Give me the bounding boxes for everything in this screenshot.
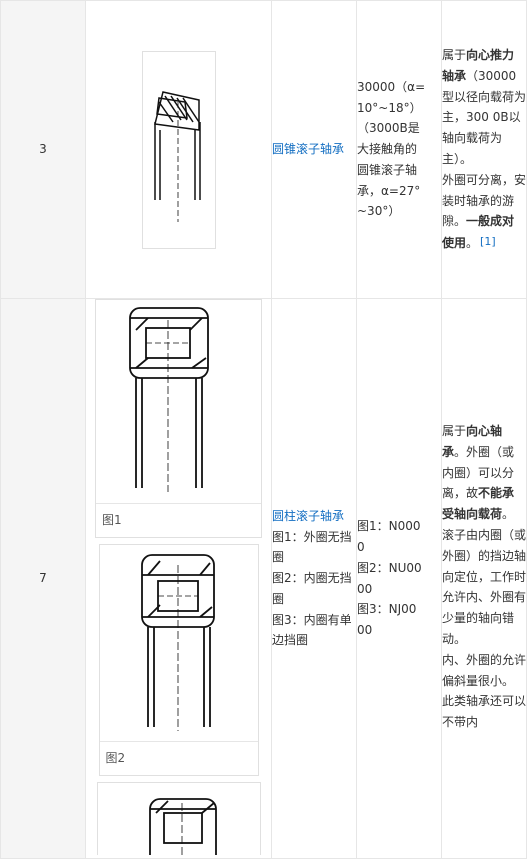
name-note: 图3：内圈有单边挡圈 — [272, 612, 352, 648]
description-paragraph: 外圈可分离，安装时轴承的游隙。一般成对使用。[1] — [442, 172, 527, 251]
type-code-cell: 30000（α= 10°~18°） （3000B是 大接触角的 圆锥滚子轴 承，… — [356, 0, 442, 299]
name-note: 图2：内圈无挡圈 — [272, 571, 352, 606]
image-cell: 图1 — [85, 298, 272, 859]
description-cell: 属于向心推力轴承（30000型以径向载荷为主，300 0B以轴向载荷为主）。 外… — [441, 0, 527, 299]
cylindrical-roller-bearing-drawing — [140, 553, 215, 731]
type-line: 30000（α= — [357, 79, 426, 94]
name-note: 图1：外圈无挡圈 — [272, 529, 352, 565]
type-line: 图3：NJ00 — [357, 602, 417, 617]
tapered-roller-bearing-drawing — [153, 90, 201, 222]
figure-caption: 图1 — [96, 502, 261, 537]
type-line: 图1：N000 — [357, 519, 421, 534]
cylindrical-bearing-figure-2: 图2 — [98, 543, 259, 777]
tapered-bearing-figure — [141, 50, 216, 249]
type-code-cell: 图1：N000 0 图2：NU00 00 图3：NJ00 00 — [356, 298, 442, 859]
description-paragraph: 属于向心轴承。外圈（或内圈）可以分离，故不能承受轴向载荷。 — [442, 424, 515, 522]
cylindrical-bearing-figure-1: 图1 — [95, 299, 262, 538]
cylindrical-bearing-figure-3 — [96, 782, 261, 856]
description-paragraph: 滚子由内圈（或外圈）的挡边轴向定位，工作时允许内、外圈有少量的轴向错动。 — [442, 527, 527, 646]
description-cell: 属于向心轴承。外圈（或内圈）可以分离，故不能承受轴向载荷。 滚子由内圈（或外圈）… — [441, 298, 527, 859]
type-line: 图2：NU00 — [357, 560, 422, 575]
type-line: 00 — [357, 623, 373, 638]
table-row: 7 — [0, 298, 527, 859]
bearing-name-link[interactable]: 圆锥滚子轴承 — [272, 142, 345, 157]
type-line: 大接触角的 — [357, 142, 418, 157]
table-row: 3 — [0, 0, 527, 299]
type-line: （3000B是 — [357, 121, 420, 136]
bold-term: 一般成对使用 — [442, 214, 515, 251]
row-number: 3 — [0, 0, 86, 299]
image-cell — [85, 0, 272, 299]
figure-caption: 图2 — [99, 741, 258, 775]
bold-term: 向心轴承 — [442, 424, 503, 459]
cylindrical-roller-bearing-drawing — [148, 798, 217, 856]
description-paragraph: 此类轴承还可以不带内 — [442, 694, 527, 730]
row-number: 7 — [0, 298, 86, 859]
bold-term: 向心推力轴承 — [442, 48, 515, 83]
type-line: 0 — [357, 539, 365, 554]
bold-term: 不能承受轴向载荷 — [442, 486, 515, 522]
name-cell: 圆柱滚子轴承 图1：外圈无挡圈 图2：内圈无挡圈 图3：内圈有单边挡圈 — [271, 298, 357, 859]
description-paragraph: 属于向心推力轴承（30000型以径向载荷为主，300 0B以轴向载荷为主）。 — [442, 48, 527, 166]
cylindrical-roller-bearing-drawing — [129, 307, 209, 492]
reference-link[interactable]: [1] — [480, 235, 496, 249]
bearing-name-link[interactable]: 圆柱滚子轴承 — [272, 508, 345, 523]
type-line: 承，α=27° — [357, 183, 421, 198]
type-line: 圆锥滚子轴 — [357, 162, 418, 177]
type-line: ~30°） — [357, 204, 401, 219]
description-paragraph: 内、外圈的允许偏斜量很小。 — [442, 652, 527, 688]
type-line: 00 — [357, 581, 373, 596]
name-cell: 圆锥滚子轴承 — [271, 0, 357, 299]
type-line: 10°~18°） — [357, 100, 422, 115]
